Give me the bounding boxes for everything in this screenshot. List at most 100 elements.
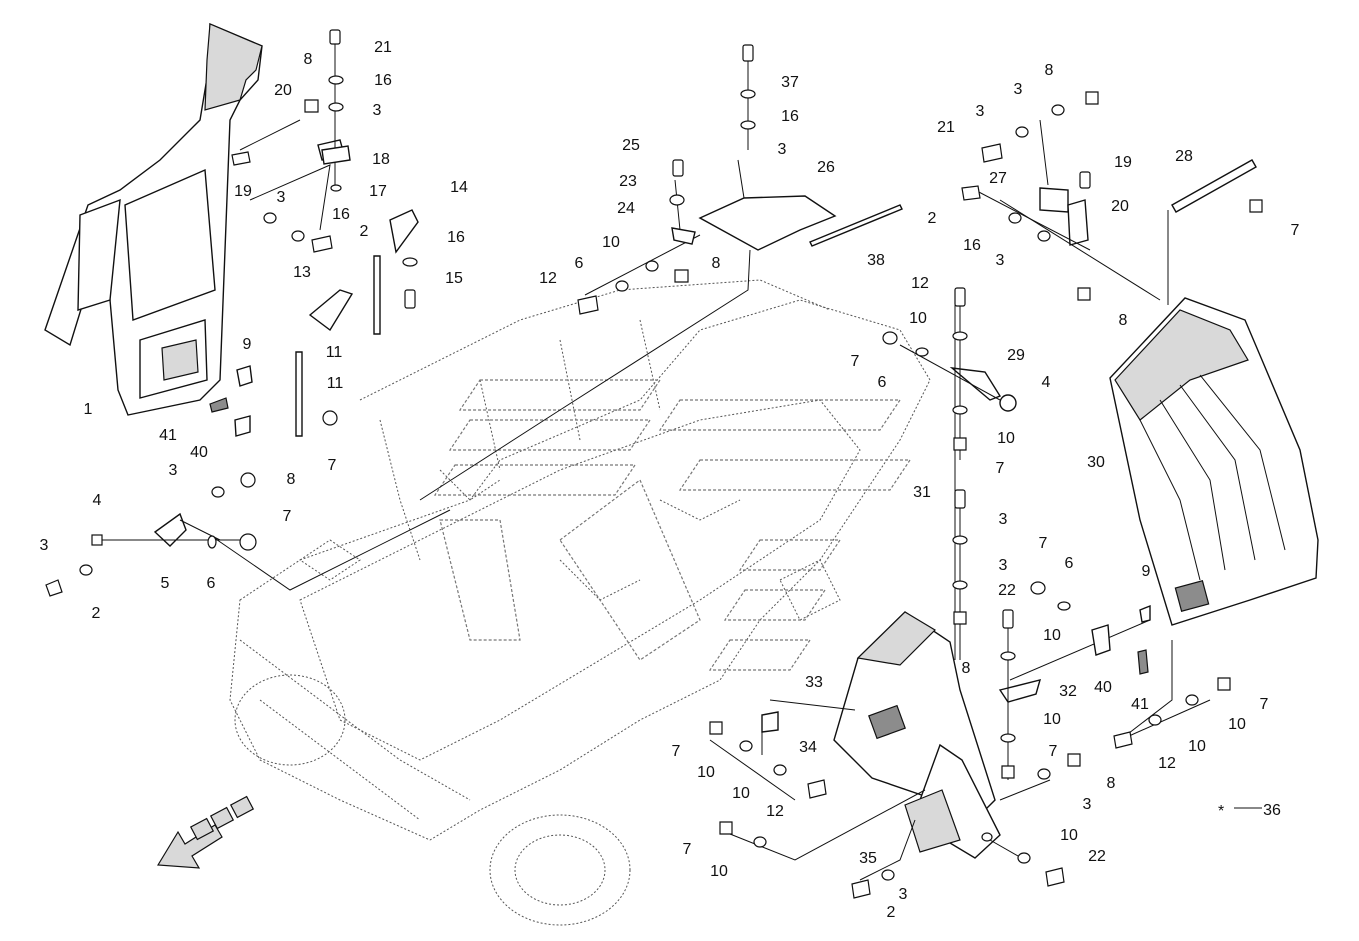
callout-34: 34: [799, 739, 817, 756]
callout-4: 4: [93, 492, 102, 509]
callout-13: 13: [293, 264, 311, 281]
callout-27: 27: [989, 170, 1007, 187]
callout-3: 3: [169, 462, 178, 479]
gas-strut-right: [1167, 159, 1257, 305]
callout-40: 40: [1094, 679, 1112, 696]
callout-3: 3: [999, 557, 1008, 574]
callout-32: 32: [1059, 683, 1077, 700]
hardware-items: [45, 29, 1263, 899]
svg-text:*: *: [1218, 803, 1224, 820]
callout-18: 18: [372, 151, 390, 168]
callout-22: 22: [998, 582, 1016, 599]
callout-31: 31: [913, 484, 931, 501]
left-door-panel: [44, 22, 263, 416]
callout-16: 16: [374, 72, 392, 89]
callout-9: 9: [243, 336, 252, 353]
callout-10: 10: [1188, 738, 1206, 755]
callout-23: 23: [619, 173, 637, 190]
callout-16: 16: [963, 237, 981, 254]
callout-41: 41: [1131, 696, 1149, 713]
callout-12: 12: [539, 270, 557, 287]
callout-17: 17: [369, 183, 387, 200]
callout-12: 12: [911, 275, 929, 292]
note-marker-36: *: [1218, 803, 1262, 820]
callout-8: 8: [1119, 312, 1128, 329]
callout-19: 19: [234, 183, 252, 200]
callout-26: 26: [817, 159, 835, 176]
left-small-brackets: [102, 365, 451, 591]
callout-9: 9: [1142, 563, 1151, 580]
callout-40: 40: [190, 444, 208, 461]
callout-11: 11: [327, 375, 344, 392]
callout-8: 8: [1045, 62, 1054, 79]
center-plate: [419, 159, 837, 501]
callout-8: 8: [712, 255, 721, 272]
callout-16: 16: [781, 108, 799, 125]
gas-struts-left: [295, 139, 419, 437]
callout-6: 6: [575, 255, 584, 272]
callout-30: 30: [1087, 454, 1105, 471]
right-side-panel: [1109, 297, 1319, 626]
callout-6: 6: [207, 575, 216, 592]
callout-10: 10: [732, 785, 750, 802]
callout-35: 35: [859, 850, 877, 867]
callout-6: 6: [878, 374, 887, 391]
callout-3: 3: [999, 511, 1008, 528]
callout-10: 10: [697, 764, 715, 781]
callout-4: 4: [1042, 374, 1051, 391]
callout-3: 3: [996, 252, 1005, 269]
bracket-32: [998, 604, 1173, 780]
callout-10: 10: [1043, 711, 1061, 728]
callout-2: 2: [928, 210, 937, 227]
callout-3: 3: [277, 189, 286, 206]
callout-19: 19: [1114, 154, 1132, 171]
callout-22: 22: [1088, 848, 1106, 865]
callout-3: 3: [373, 102, 382, 119]
bracket-34: [761, 699, 856, 755]
callout-7: 7: [996, 460, 1005, 477]
callout-3: 3: [899, 886, 908, 903]
callout-7: 7: [851, 353, 860, 370]
callout-21: 21: [374, 39, 392, 56]
callout-8: 8: [962, 660, 971, 677]
callout-7: 7: [683, 841, 692, 858]
rod: [809, 204, 903, 247]
callout-8: 8: [287, 471, 296, 488]
callout-37: 37: [781, 74, 799, 91]
brackets-right-top: [999, 119, 1161, 301]
callout-3: 3: [976, 103, 985, 120]
callout-7: 7: [283, 508, 292, 525]
callout-2: 2: [887, 904, 896, 921]
callout-3: 3: [1083, 796, 1092, 813]
callout-2: 2: [360, 223, 369, 240]
callout-10: 10: [1043, 627, 1061, 644]
callout-33: 33: [805, 674, 823, 691]
callout-3: 3: [40, 537, 49, 554]
callout-38: 38: [867, 252, 885, 269]
callout-1: 1: [84, 401, 93, 418]
callout-7: 7: [1039, 535, 1048, 552]
callout-6: 6: [1065, 555, 1074, 572]
hardware-leaders: [239, 40, 1211, 881]
callout-15: 15: [445, 270, 463, 287]
callout-10: 10: [997, 430, 1015, 447]
callout-20: 20: [1111, 198, 1129, 215]
callout-24: 24: [617, 200, 635, 217]
callout-12: 12: [766, 803, 784, 820]
callout-16: 16: [332, 206, 350, 223]
callout-36: 36: [1263, 802, 1281, 819]
callout-28: 28: [1175, 148, 1193, 165]
callout-12: 12: [1158, 755, 1176, 772]
callout-7: 7: [1291, 222, 1300, 239]
callout-7: 7: [328, 457, 337, 474]
callout-10: 10: [1060, 827, 1078, 844]
callout-41: 41: [159, 427, 177, 444]
callout-3: 3: [778, 141, 787, 158]
lower-step-panel: [904, 743, 1001, 859]
callout-2: 2: [92, 605, 101, 622]
direction-arrow-icon: [156, 795, 255, 869]
callout-10: 10: [1228, 716, 1246, 733]
callout-20: 20: [274, 82, 292, 99]
callout-8: 8: [304, 51, 313, 68]
